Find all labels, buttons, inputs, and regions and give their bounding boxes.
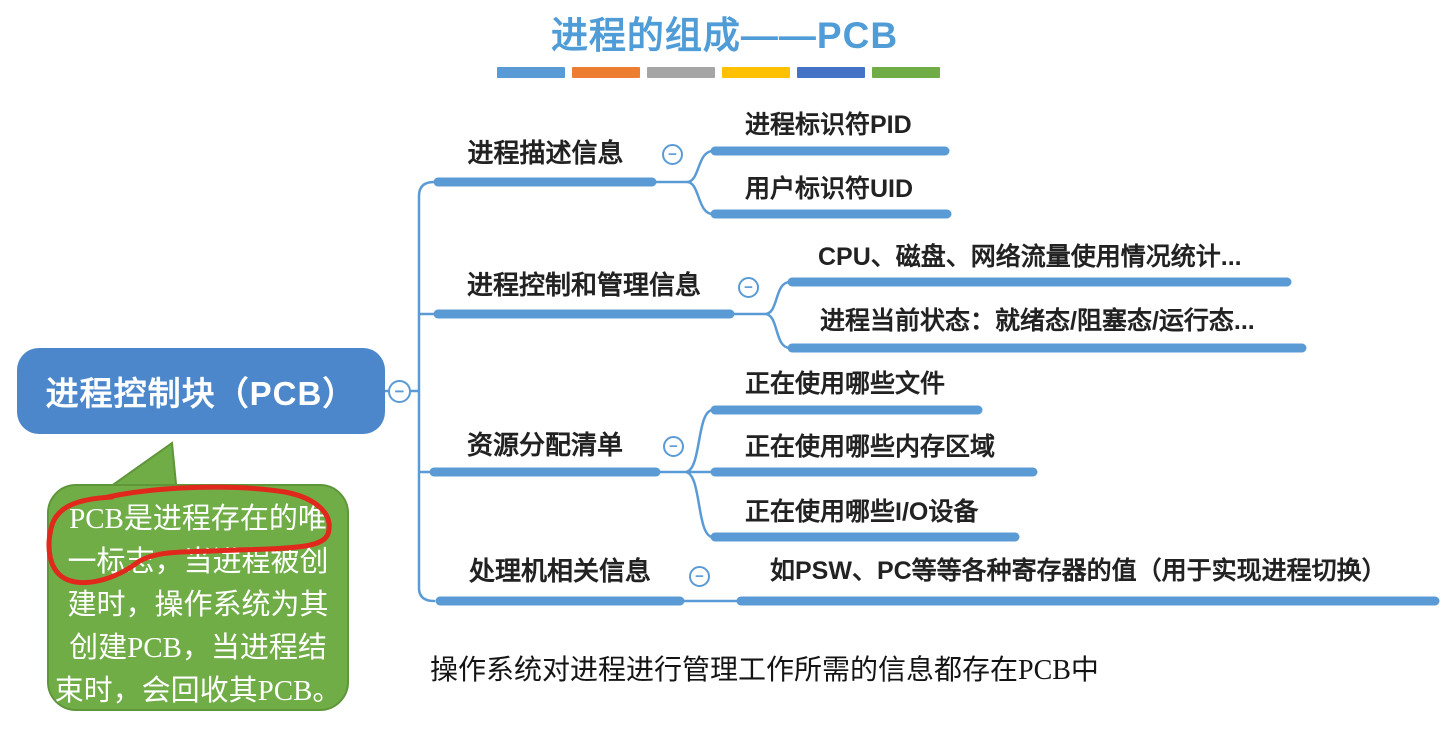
title-underline-bars bbox=[497, 67, 940, 78]
branch1-fork bbox=[650, 149, 715, 216]
branch1-child1-label[interactable]: 进程标识符PID bbox=[745, 111, 912, 139]
branch3-fork bbox=[654, 408, 717, 539]
branch3-child2-label[interactable]: 正在使用哪些内存区域 bbox=[745, 433, 996, 461]
note-bubble-tail bbox=[96, 441, 179, 495]
note-line: 创建PCB，当进程结 bbox=[69, 632, 327, 664]
note-line: 束时，会回收其PCB。 bbox=[54, 675, 342, 707]
branch4-collapse-button[interactable]: − bbox=[689, 566, 710, 587]
root-collapse-button[interactable]: − bbox=[388, 380, 411, 403]
note-bubble-text: PCB是进程存在的唯 一标志，当进程被创 建时，操作系统为其 创建PCB，当进程… bbox=[48, 498, 348, 713]
branch3-child1-label[interactable]: 正在使用哪些文件 bbox=[745, 370, 946, 398]
color-bar bbox=[497, 67, 565, 78]
note-line: PCB是进程存在的唯 bbox=[69, 503, 327, 535]
branch3-child3-label[interactable]: 正在使用哪些I/O设备 bbox=[745, 498, 979, 526]
root-topic[interactable]: 进程控制块（PCB） bbox=[17, 348, 385, 434]
branch4-child1-label[interactable]: 如PSW、PC等等各种寄存器的值（用于实现进程切换） bbox=[770, 557, 1387, 585]
branch2-collapse-button[interactable]: − bbox=[738, 277, 759, 298]
branch2-child2-label[interactable]: 进程当前状态：就绪态/阻塞态/运行态... bbox=[820, 307, 1255, 335]
color-bar bbox=[872, 67, 940, 78]
color-bar bbox=[647, 67, 715, 78]
branch3-collapse-button[interactable]: − bbox=[663, 436, 684, 457]
branch1-label[interactable]: 进程描述信息 bbox=[467, 138, 624, 168]
bottom-caption: 操作系统对进程进行管理工作所需的信息都存在PCB中 bbox=[430, 655, 1099, 686]
branch2-child1-label[interactable]: CPU、磁盘、网络流量使用情况统计... bbox=[818, 243, 1242, 271]
color-bar bbox=[797, 67, 865, 78]
branch3-label[interactable]: 资源分配清单 bbox=[466, 430, 623, 460]
note-line: 一标志，当进程被创 bbox=[67, 546, 329, 578]
branch1-child2-label[interactable]: 用户标识符UID bbox=[745, 175, 914, 203]
branch2-label[interactable]: 进程控制和管理信息 bbox=[466, 270, 701, 300]
page-title: 进程的组成——PCB bbox=[550, 15, 899, 56]
branch4-label[interactable]: 处理机相关信息 bbox=[468, 556, 651, 586]
color-bar bbox=[572, 67, 640, 78]
note-line: 建时，操作系统为其 bbox=[67, 589, 329, 621]
branch1-collapse-button[interactable]: − bbox=[662, 144, 683, 165]
color-bar bbox=[722, 67, 790, 78]
